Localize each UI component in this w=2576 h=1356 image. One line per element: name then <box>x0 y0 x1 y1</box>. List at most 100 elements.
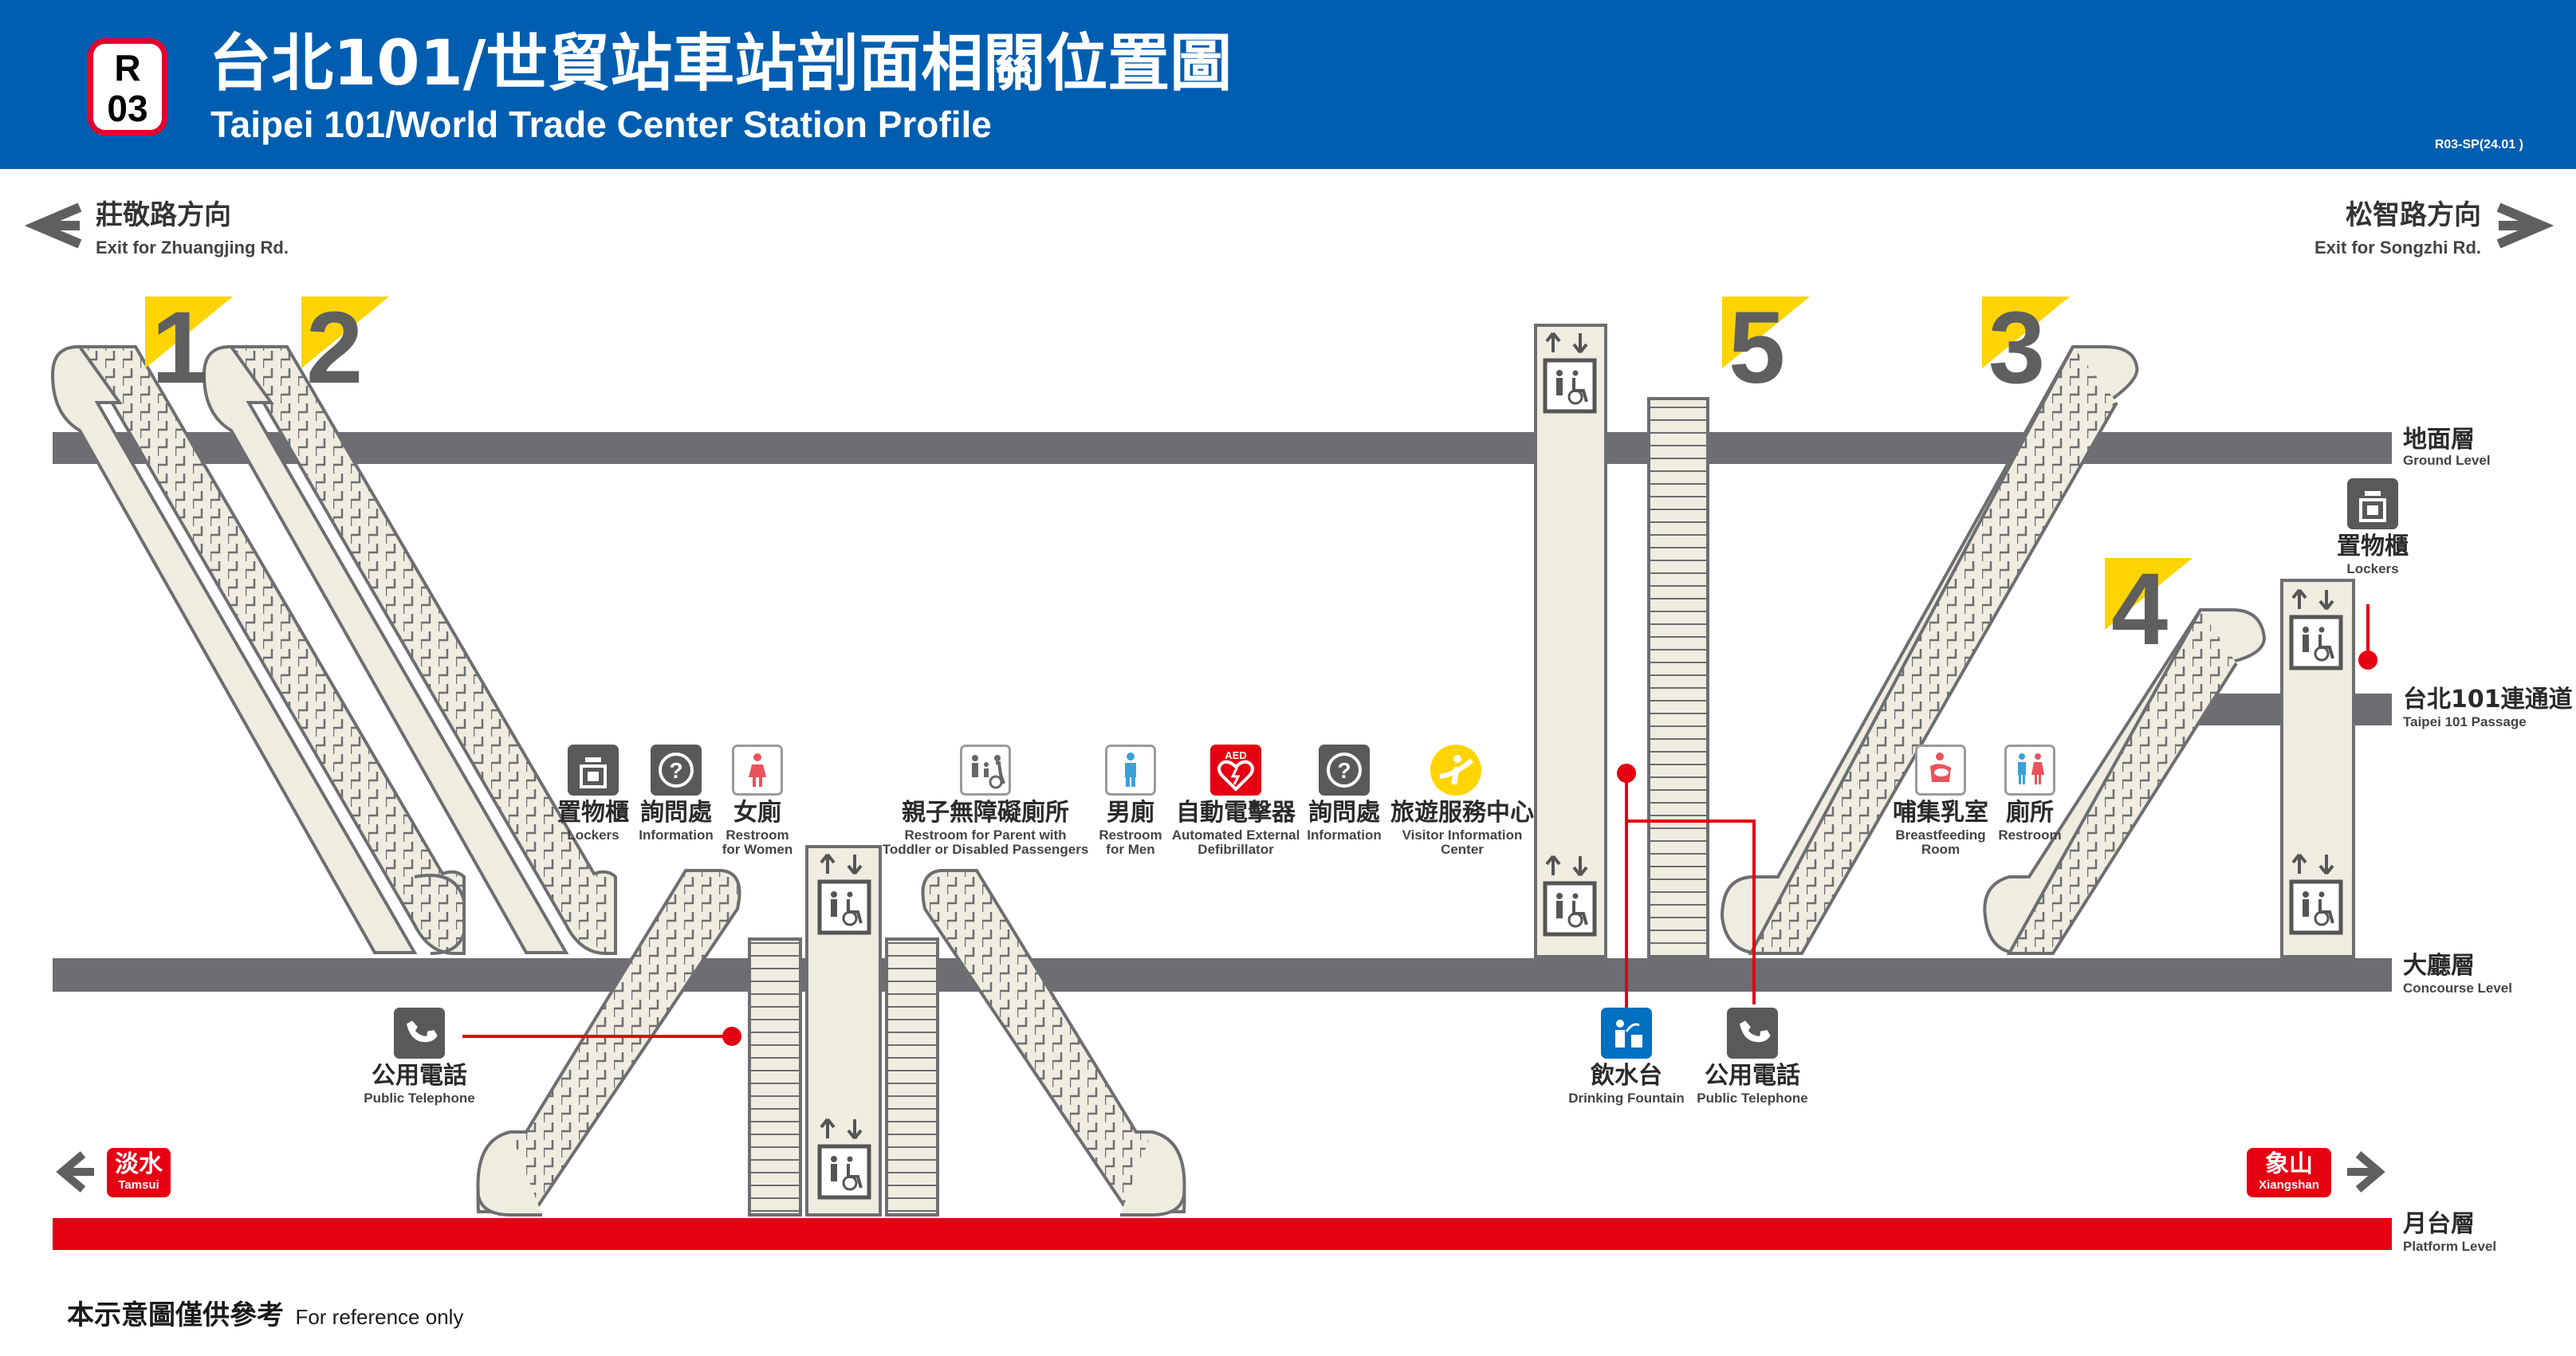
drinking-fountain-label-zh: 飲水台 <box>1591 1062 1662 1090</box>
xiangshan-label-zh: 象山 <box>2265 1150 2313 1178</box>
restroom-label-en: Restroom <box>1998 827 2062 843</box>
lockers-label-en: Lockers <box>567 827 619 843</box>
restroom-label-zh: 廁所 <box>2006 799 2054 827</box>
drinking-fountain-icon <box>1601 1008 1652 1059</box>
svg-text:?: ? <box>669 758 682 783</box>
exit-4-number: 4 <box>2111 552 2169 666</box>
elevator-icon <box>1543 855 1597 937</box>
lockers-label-zh: 置物櫃 <box>557 799 629 827</box>
station-number: 03 <box>107 88 148 129</box>
public-telephone-1-label-en: Public Telephone <box>364 1091 475 1106</box>
locker-icon <box>2347 478 2398 529</box>
platform-level-label-en: Platform Level <box>2403 1239 2497 1254</box>
visitor-center-label-zh: 旅遊服務中心 <box>1390 799 1534 827</box>
right-direction-arrow <box>2496 202 2554 249</box>
women-restroom-label-en2: for Women <box>722 842 793 857</box>
platform-level-floor <box>53 1218 2392 1250</box>
men-restroom-label-zh: 男廁 <box>1107 799 1154 827</box>
aed-label-zh: 自動電擊器 <box>1176 799 1296 827</box>
exit-1-escalator <box>50 344 466 955</box>
svg-text:?: ? <box>1337 758 1351 783</box>
exit-2-tag <box>301 297 389 368</box>
exit-2-escalator <box>202 344 617 955</box>
breastfeeding-room-label-zh: 哺集乳室 <box>1893 799 1988 827</box>
family-restroom-label-en1: Restroom for Parent with <box>904 827 1067 843</box>
left-platform-escalator <box>476 869 741 1216</box>
tamsui-label-zh: 淡水 <box>115 1150 163 1178</box>
exit-1-tag <box>145 297 233 368</box>
woman-icon <box>732 745 783 796</box>
header-bar: R 03 台北101/世貿站車站剖面相關位置圖 Taipei 101/World… <box>0 0 2576 169</box>
ground-level-label-en: Ground Level <box>2403 453 2491 468</box>
public-telephone-1-label-zh: 公用電話 <box>372 1062 467 1090</box>
xiangshan-label-en: Xiangshan <box>2259 1178 2319 1192</box>
elevator-icon <box>817 853 871 935</box>
exit-1-number: 1 <box>151 291 209 405</box>
concourse-level-label-en: Concourse Level <box>2403 981 2512 996</box>
page-title-zh: 台北101/世貿站車站剖面相關位置圖 <box>209 28 1233 100</box>
family-restroom-label-zh: 親子無障礙廁所 <box>902 799 1069 827</box>
reference-note-zh: 本示意圖僅供參考 <box>67 1299 284 1331</box>
left-stairs <box>748 937 802 1216</box>
exit-3-tag <box>1982 297 2070 368</box>
left-direction-label-zh: 莊敬路方向 <box>96 199 231 231</box>
phone-icon <box>394 1008 445 1059</box>
breastfeeding-room-label-en1: Breastfeeding <box>1895 827 1986 843</box>
exit-5-elevator-shaft <box>1534 324 1607 958</box>
leader-dots <box>722 650 2377 1046</box>
xiangshan-arrow <box>2355 1151 2385 1193</box>
visitor-info-icon <box>1430 745 1481 796</box>
reference-note-en: For reference only <box>295 1305 464 1329</box>
phone-icon <box>1727 1008 1778 1059</box>
information-2-label-en: Information <box>1307 827 1382 843</box>
page-title-en: Taipei 101/World Trade Center Station Pr… <box>210 104 992 145</box>
men-restroom-label-en1: Restroom <box>1099 827 1162 843</box>
visitor-center-label-en1: Visitor Information <box>1402 827 1523 843</box>
information-2-label-zh: 詢問處 <box>1308 799 1380 827</box>
line-letter: R <box>114 47 141 88</box>
exit-3-escalator <box>1720 345 2139 955</box>
aed-icon: AED <box>1210 745 1261 796</box>
elevator-icon <box>817 1118 871 1200</box>
elevator-icon <box>2289 853 2343 935</box>
public-telephone-2-label-en: Public Telephone <box>1697 1091 1808 1106</box>
svg-text:AED: AED <box>1225 749 1246 761</box>
exit-2-number: 2 <box>306 291 364 405</box>
passage-level-label-zh: 台北101連通道 <box>2403 686 2573 713</box>
ground-level-floor <box>53 432 2392 464</box>
exit-5-tag <box>1722 297 1810 368</box>
information-label-en: Information <box>639 827 714 843</box>
women-restroom-label-zh: 女廁 <box>733 799 781 827</box>
reference-note: 本示意圖僅供參考 For reference only <box>67 1299 463 1333</box>
men-restroom-label-en2: for Men <box>1106 842 1155 857</box>
lockers-2-label-en: Lockers <box>2346 561 2399 576</box>
leader-lines <box>462 604 2370 1038</box>
concourse-level-floor <box>53 958 2392 992</box>
document-code: R03-SP(24.01 ) <box>2434 138 2523 151</box>
tamsui-destination-badge: 淡水 Tamsui <box>107 1148 171 1197</box>
right-direction-label-zh: 松智路方向 <box>2346 199 2481 231</box>
right-direction-label-en: Exit for Songzhi Rd. <box>2314 238 2481 257</box>
restroom-icon <box>2004 745 2055 796</box>
locker-icon <box>568 745 619 796</box>
exit-tags <box>145 297 2193 630</box>
public-telephone-2-label-zh: 公用電話 <box>1705 1062 1800 1090</box>
women-restroom-label-en1: Restroom <box>726 827 789 843</box>
aed-label-en1: Automated External <box>1171 827 1300 843</box>
aed-label-en2: Defibrillator <box>1198 842 1274 857</box>
passage-level-label-en: Taipei 101 Passage <box>2403 714 2527 729</box>
elevator-icon <box>1543 332 1597 414</box>
breastfeeding-icon <box>1915 745 1966 796</box>
drinking-fountain-label-en: Drinking Fountain <box>1568 1091 1685 1106</box>
left-direction-label-en: Exit for Zhuangjing Rd. <box>96 238 289 257</box>
exit-5-number: 5 <box>1728 291 1786 405</box>
left-direction-arrow <box>24 202 82 249</box>
concourse-level-label-zh: 大廳層 <box>2403 952 2475 980</box>
information-label-zh: 詢問處 <box>640 799 712 827</box>
lockers-2-label-zh: 置物櫃 <box>2337 533 2409 560</box>
breastfeeding-room-label-en2: Room <box>1921 842 1961 857</box>
exit-3-number: 3 <box>1988 291 2046 405</box>
xiangshan-destination-badge: 象山 Xiangshan <box>2247 1148 2331 1197</box>
ground-level-label-zh: 地面層 <box>2403 426 2475 454</box>
